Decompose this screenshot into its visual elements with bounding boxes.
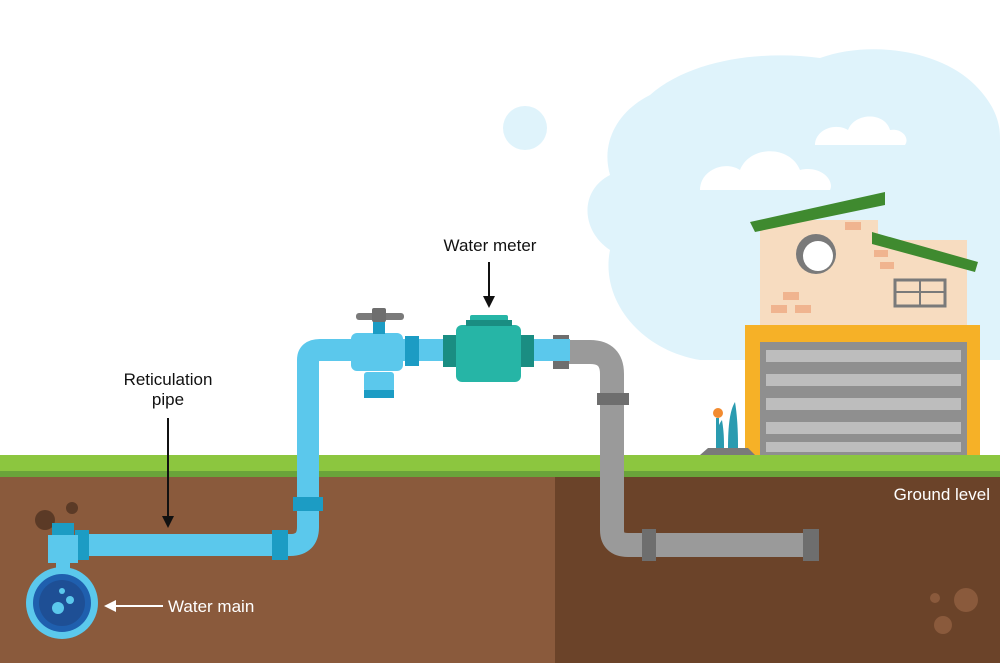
reticulation-pipe [75,339,570,560]
water-meter-label: Water meter [444,236,537,255]
soil-private [555,475,1000,663]
grass [0,455,1000,471]
water-main-icon [26,523,98,639]
soil-public [0,475,555,663]
ground-level-label: Ground level [894,485,990,504]
reticulation-label-line2: pipe [152,390,184,409]
house-icon [745,192,980,455]
water-meter-icon [443,315,534,382]
plant-icon [700,402,755,455]
valve-icon [351,308,419,398]
water-main-label: Water main [168,597,254,616]
label-arrows [104,262,495,612]
reticulation-label-line1: Reticulation [124,370,213,389]
grass-edge [0,471,1000,477]
